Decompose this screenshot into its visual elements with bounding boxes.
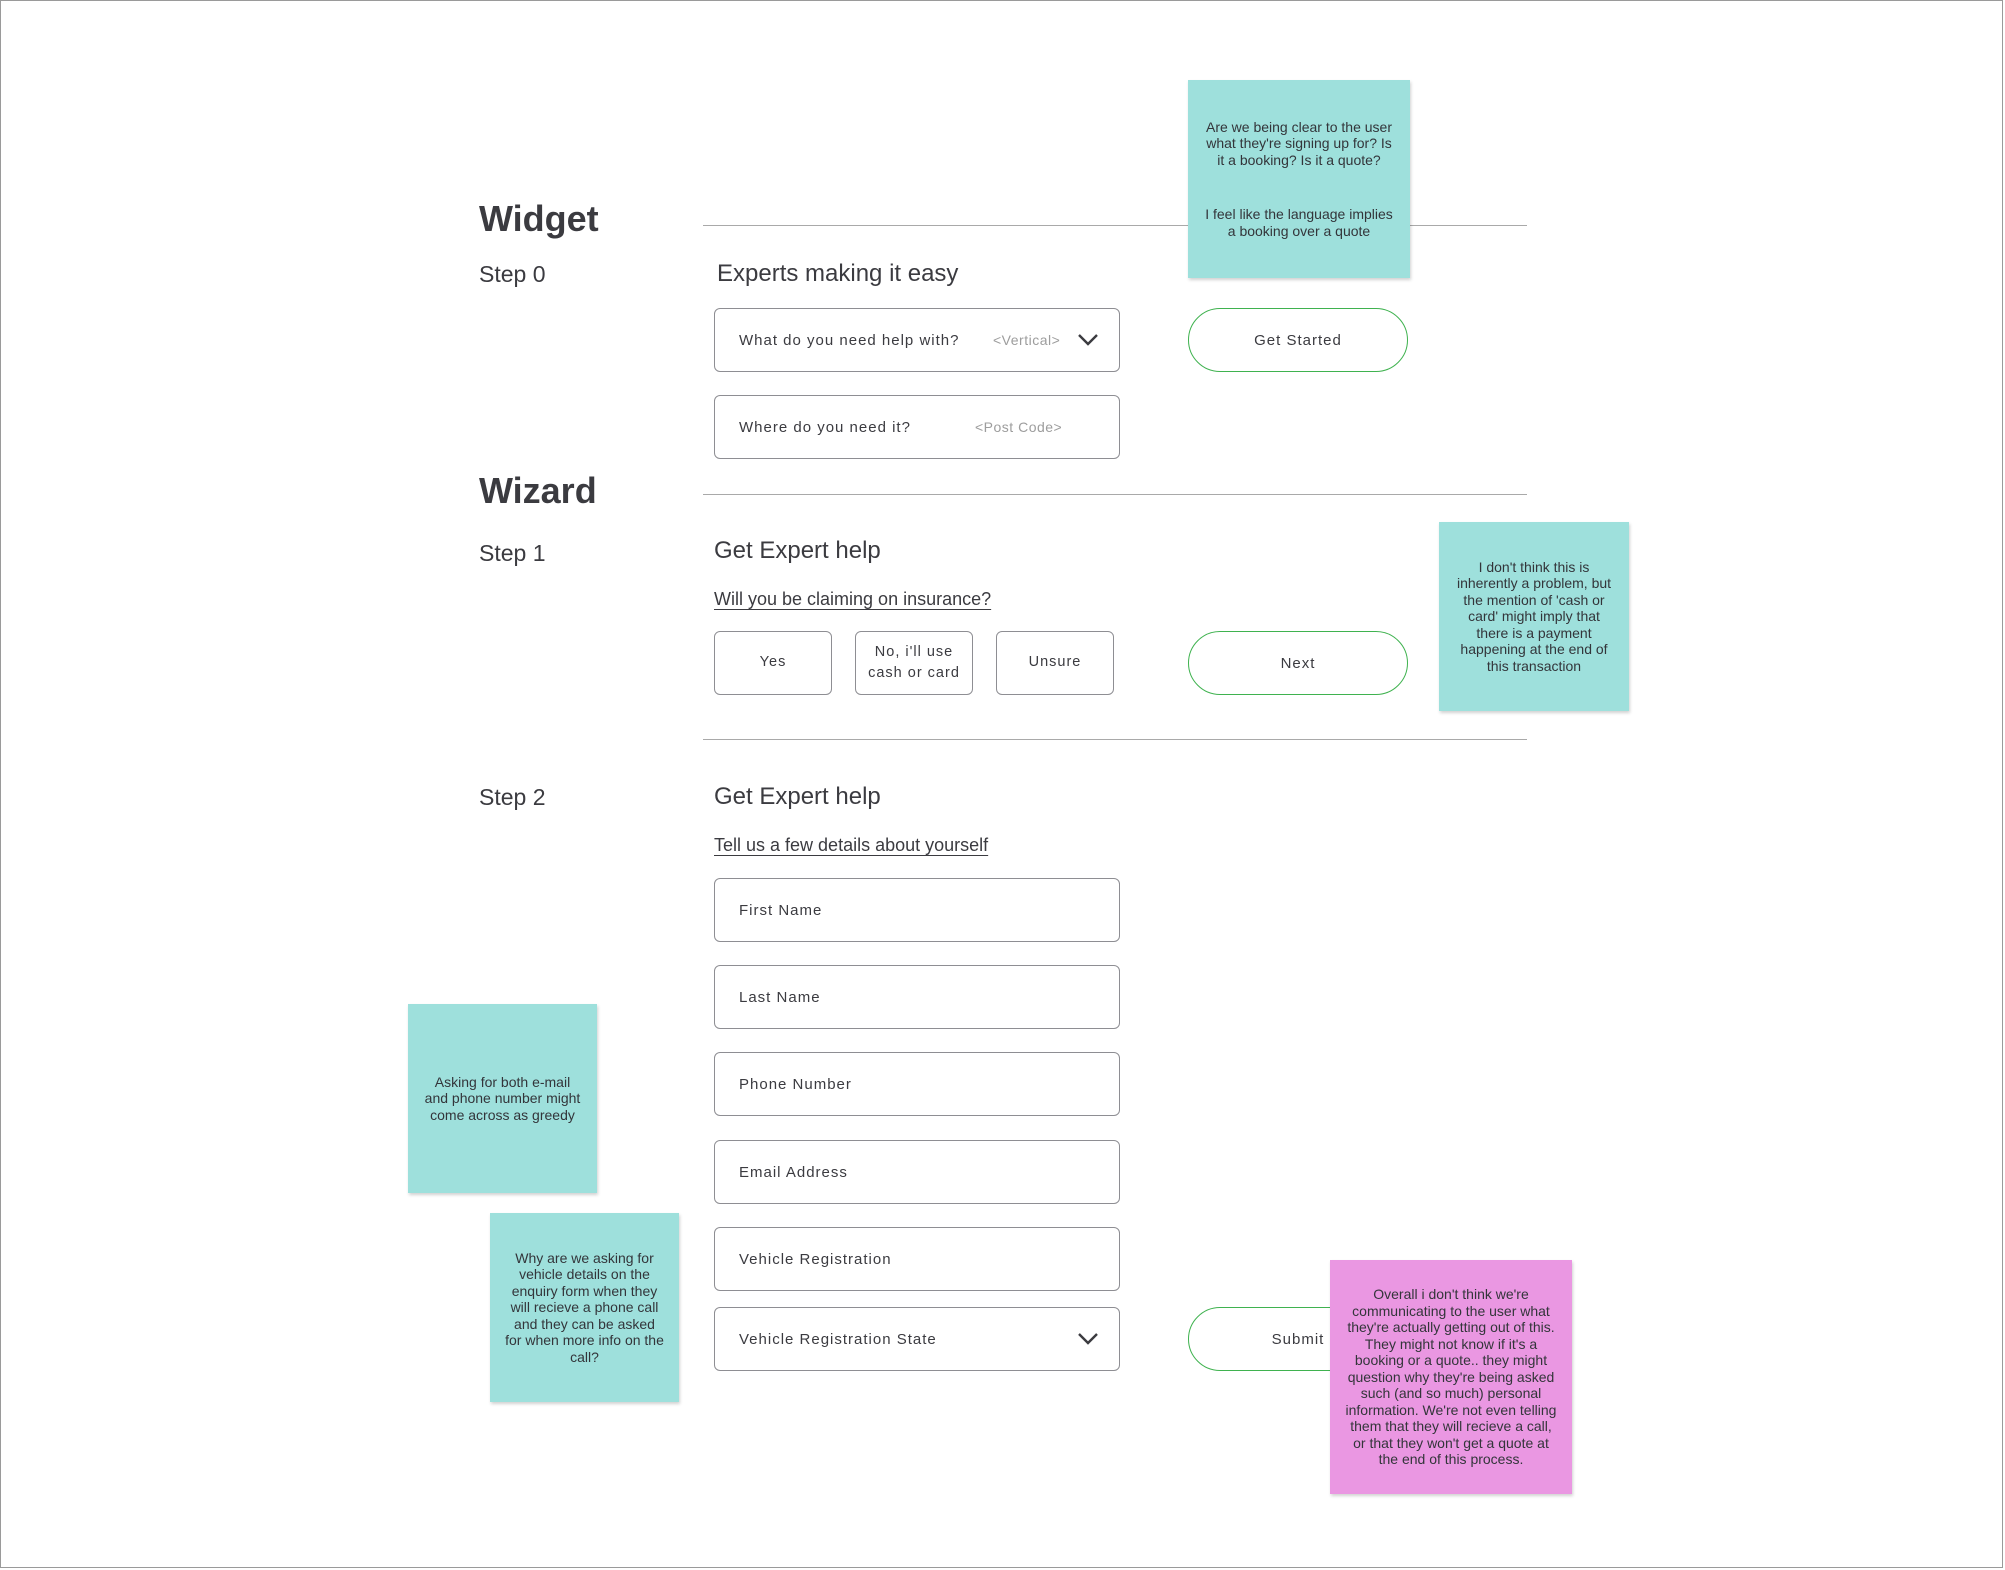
sticky-note-text: Why are we asking for vehicle details on…: [505, 1249, 664, 1365]
phone-number-label: Phone Number: [739, 1075, 852, 1093]
postcode-input-label: Where do you need it?: [739, 418, 911, 436]
sticky-note-text: Asking for both e-mail and phone number …: [424, 1073, 581, 1123]
sticky-note-vehicle-details: Why are we asking for vehicle details on…: [490, 1213, 679, 1402]
wizard-section-title: Wizard: [479, 470, 597, 511]
step-1-heading: Get Expert help: [714, 537, 881, 564]
sticky-note-overall: Overall i don't think we're communicatin…: [1330, 1260, 1572, 1494]
sticky-note-booking-or-quote: Are we being clear to the user what they…: [1188, 80, 1410, 278]
step-2-heading: Get Expert help: [714, 783, 881, 810]
vehicle-registration-state-select[interactable]: Vehicle Registration State: [714, 1307, 1120, 1371]
help-select-placeholder: <Vertical>: [993, 332, 1061, 348]
vehicle-registration-state-label: Vehicle Registration State: [739, 1330, 937, 1348]
details-question: Tell us a few details about yourself: [714, 835, 989, 855]
sticky-note-text: I feel like the language implies a booki…: [1205, 206, 1393, 239]
sticky-note-text: I don't think this is inherently a probl…: [1456, 558, 1612, 674]
step-0-label: Step 0: [479, 261, 546, 287]
step-divider: [703, 739, 1527, 740]
first-name-label: First Name: [739, 901, 823, 919]
step-1-label: Step 1: [479, 540, 546, 566]
option-yes-button[interactable]: Yes: [714, 631, 832, 695]
last-name-label: Last Name: [739, 988, 821, 1006]
phone-number-input[interactable]: Phone Number: [714, 1052, 1120, 1116]
sticky-note-text: Are we being clear to the user what they…: [1206, 118, 1392, 168]
email-address-input[interactable]: Email Address: [714, 1140, 1120, 1204]
vehicle-registration-input[interactable]: Vehicle Registration: [714, 1227, 1120, 1291]
step-2-label: Step 2: [479, 784, 546, 810]
next-button[interactable]: Next: [1188, 631, 1408, 695]
option-unsure-button[interactable]: Unsure: [996, 631, 1114, 695]
widget-divider: [703, 225, 1527, 226]
postcode-input-placeholder: <Post Code>: [975, 419, 1063, 435]
first-name-input[interactable]: First Name: [714, 878, 1120, 942]
help-select[interactable]: What do you need help with? <Vertical>: [714, 308, 1120, 372]
widget-section-title: Widget: [479, 198, 599, 239]
insurance-question: Will you be claiming on insurance?: [714, 589, 992, 609]
email-address-label: Email Address: [739, 1163, 848, 1181]
widget-heading: Experts making it easy: [717, 260, 959, 287]
option-cash-or-card-button[interactable]: No, i'll use cash or card: [855, 631, 973, 695]
sticky-note-cash-or-card: I don't think this is inherently a probl…: [1439, 522, 1629, 711]
vehicle-registration-label: Vehicle Registration: [739, 1250, 892, 1268]
get-started-button[interactable]: Get Started: [1188, 308, 1408, 372]
last-name-input[interactable]: Last Name: [714, 965, 1120, 1029]
sticky-note-email-and-phone: Asking for both e-mail and phone number …: [408, 1004, 597, 1193]
wizard-divider: [703, 494, 1527, 495]
chevron-down-icon[interactable]: [1077, 1332, 1099, 1346]
sticky-note-text: Overall i don't think we're communicatin…: [1345, 1286, 1557, 1468]
postcode-input[interactable]: Where do you need it? <Post Code>: [714, 395, 1120, 459]
chevron-down-icon[interactable]: [1077, 333, 1099, 347]
help-select-label: What do you need help with?: [739, 331, 960, 349]
